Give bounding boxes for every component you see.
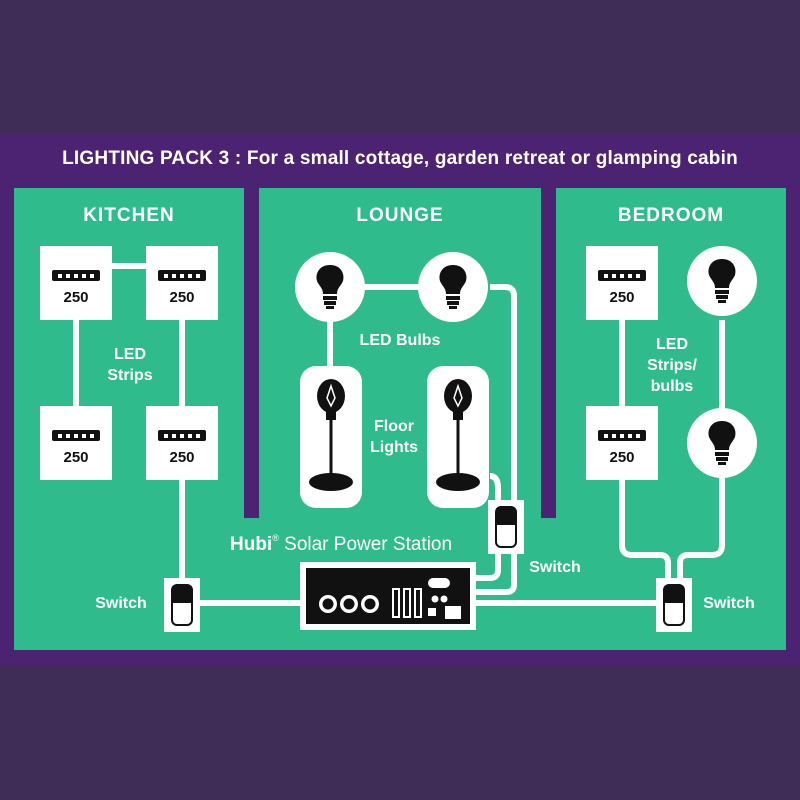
kitchen-switch-label: Switch (95, 595, 147, 612)
bulb-icon (708, 259, 736, 303)
bedroom-switch-label: Switch (703, 595, 755, 612)
floor-lamp-icon (436, 379, 480, 491)
lounge-floor-light-1 (300, 366, 362, 508)
power-station-icon (319, 578, 461, 619)
lounge-switch-to-station-b (476, 549, 517, 595)
kitchen-led-strip-2: 250 (146, 246, 218, 320)
led-strip-icon (52, 430, 100, 441)
station-label: Hubi® Solar Power Station (230, 533, 453, 555)
switch-icon (663, 584, 685, 626)
lounge-led-bulb-1 (295, 252, 365, 322)
bulb-icon (316, 265, 344, 309)
led-strip-icon (598, 270, 646, 281)
lounge-bulb-to-switch (490, 284, 517, 506)
switch-icon (495, 506, 517, 548)
kitchen-led-strips-label: LED Strips (107, 346, 153, 384)
wattage-label: 250 (63, 449, 89, 466)
kitchen-switch[interactable] (164, 578, 200, 632)
lounge-switch-to-station-a (476, 549, 501, 581)
bulb-icon (708, 421, 736, 465)
lounge-title: LOUNGE (356, 205, 444, 226)
led-strip-icon (52, 270, 100, 281)
lounge-floor-to-switch (489, 473, 501, 506)
floor-lamp-icon (309, 379, 353, 491)
kitchen-led-strip-4: 250 (146, 406, 218, 480)
bedroom-strip-to-switch (619, 480, 671, 580)
lounge-floor-lights-label: Floor Lights (370, 418, 418, 456)
kitchen-title: KITCHEN (83, 205, 175, 226)
wattage-label: 250 (169, 289, 195, 306)
lounge-switch[interactable] (488, 500, 524, 554)
wattage-label: 250 (63, 289, 89, 306)
lounge-floor-light-2 (427, 366, 489, 508)
bedroom-led-strip-1: 250 (586, 246, 658, 320)
bedroom-title: BEDROOM (617, 205, 725, 226)
led-strip-icon (598, 430, 646, 441)
wattage-label: 250 (609, 289, 635, 306)
wattage-label: 250 (609, 449, 635, 466)
solar-power-station (300, 562, 476, 630)
kitchen-led-strip-3: 250 (40, 406, 112, 480)
bedroom-led-bulb-2 (687, 408, 757, 478)
lounge-led-bulbs-label: LED Bulbs (359, 332, 441, 349)
kitchen-led-strip-1: 250 (40, 246, 112, 320)
bedroom-led-strips-bulbs-label: LED Strips/ bulbs (647, 336, 697, 395)
bedroom-led-bulb-1 (687, 246, 757, 316)
bulb-icon (439, 265, 467, 309)
led-strip-icon (158, 430, 206, 441)
bedroom-bulb-to-switch (677, 478, 725, 580)
switch-icon (171, 584, 193, 626)
diagram-title: LIGHTING PACK 3 : For a small cottage, g… (62, 148, 738, 169)
led-strip-icon (158, 270, 206, 281)
lounge-led-bulb-2 (418, 252, 488, 322)
bedroom-switch[interactable] (656, 578, 692, 632)
wattage-label: 250 (169, 449, 195, 466)
bedroom-led-strip-2: 250 (586, 406, 658, 480)
lounge-switch-label: Switch (529, 559, 581, 576)
